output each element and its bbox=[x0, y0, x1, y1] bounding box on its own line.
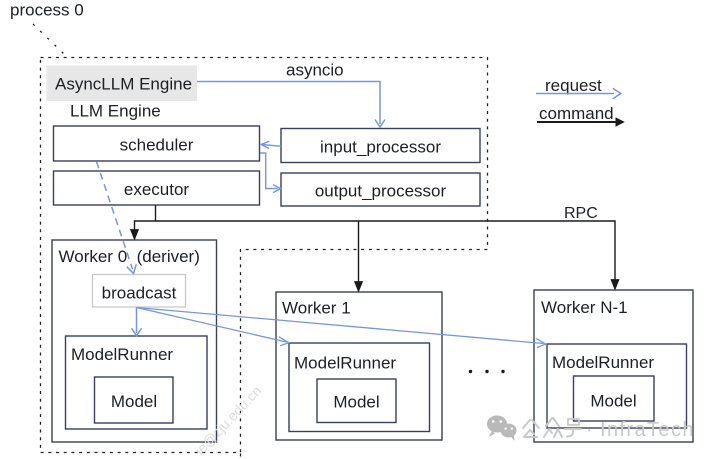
svg-text:process 0: process 0 bbox=[10, 1, 84, 20]
svg-text:scheduler: scheduler bbox=[120, 135, 194, 154]
svg-text:broadcast: broadcast bbox=[102, 284, 177, 303]
svg-text:ModelRunner: ModelRunner bbox=[552, 353, 654, 372]
svg-text:Worker 0 (deriver): Worker 0 (deriver) bbox=[59, 247, 200, 266]
svg-text:asyncio: asyncio bbox=[286, 61, 344, 80]
svg-text:Model: Model bbox=[333, 393, 379, 412]
svg-text:executor: executor bbox=[124, 180, 190, 199]
svg-text:RPC: RPC bbox=[564, 205, 598, 222]
svg-text:Model: Model bbox=[111, 392, 157, 411]
svg-text:LLM Engine: LLM Engine bbox=[70, 102, 161, 121]
svg-text:Worker N-1: Worker N-1 bbox=[541, 298, 628, 317]
svg-text:command: command bbox=[539, 104, 614, 123]
svg-text:Worker 1: Worker 1 bbox=[282, 299, 351, 318]
svg-text:AsyncLLM Engine: AsyncLLM Engine bbox=[55, 75, 192, 94]
svg-text:·: · bbox=[586, 419, 593, 441]
svg-text:request: request bbox=[545, 76, 602, 95]
svg-text:ModelRunner: ModelRunner bbox=[71, 345, 173, 364]
svg-text:input_processor: input_processor bbox=[320, 137, 441, 156]
svg-text:ModelRunner: ModelRunner bbox=[294, 354, 396, 373]
svg-text:Model: Model bbox=[590, 392, 636, 411]
svg-text:output_processor: output_processor bbox=[315, 181, 447, 200]
svg-text:InfraTech: InfraTech bbox=[600, 419, 695, 441]
